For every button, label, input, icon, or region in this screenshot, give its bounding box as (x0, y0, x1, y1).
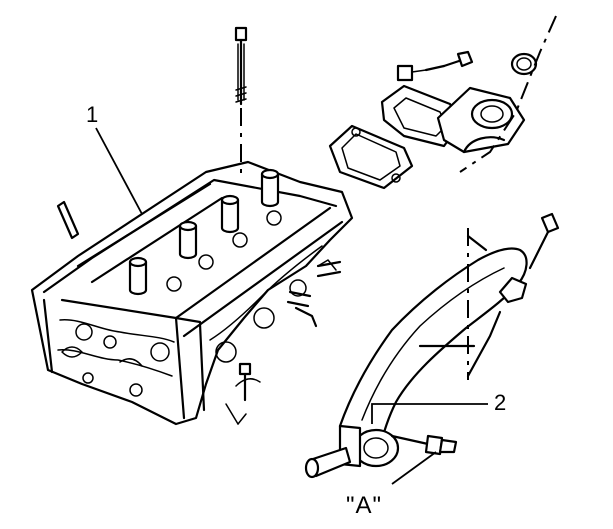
stud-bolts (128, 168, 280, 296)
view-a-leader (391, 451, 437, 485)
head-bolt (234, 26, 248, 176)
outlet-bolt (442, 50, 474, 68)
callout-1-leader (95, 127, 143, 215)
pipe-upper-bolt (528, 212, 560, 270)
pipe-lower-bolt (390, 434, 458, 456)
view-a-label: "A" (346, 492, 383, 519)
outlet-housing (380, 64, 526, 154)
callout-2-label: 2 (494, 390, 507, 415)
dowel-pin (56, 200, 80, 240)
head-side-bolt (225, 362, 252, 425)
water-outlet-assembly (328, 15, 557, 190)
callout-2-leader (371, 403, 488, 424)
o-ring (510, 52, 538, 76)
cylinder-head (30, 26, 354, 426)
water-pipe (304, 212, 560, 479)
outlet-gasket (328, 124, 414, 190)
callout-1-label: 1 (86, 102, 99, 127)
